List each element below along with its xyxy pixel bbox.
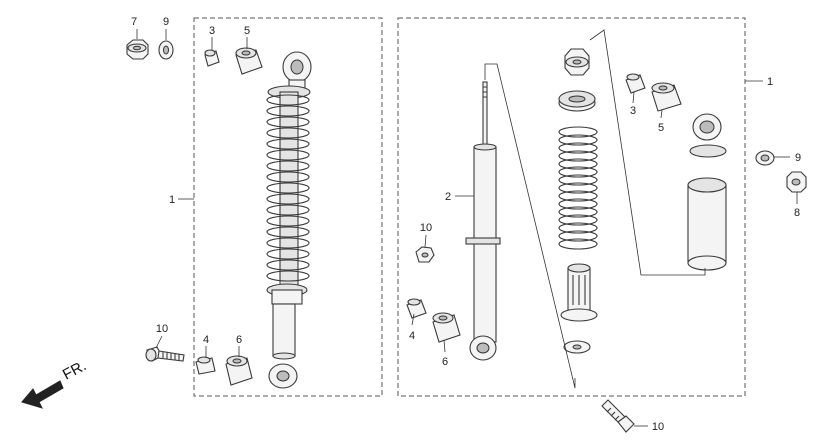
spring-coils xyxy=(266,94,310,282)
callout-7: 7 xyxy=(131,16,137,28)
flange-nut-7[interactable] xyxy=(126,39,149,60)
washer-9[interactable] xyxy=(158,40,174,60)
front-direction-arrow: FR. xyxy=(21,357,89,409)
bushing-5[interactable] xyxy=(235,47,263,75)
callout-9: 9 xyxy=(163,16,169,28)
front-direction-label: FR. xyxy=(60,357,89,383)
bushing-5-right[interactable] xyxy=(651,82,682,112)
callout-8: 8 xyxy=(794,207,800,219)
spring-lower-washer[interactable] xyxy=(563,340,591,354)
damper-unit-2[interactable] xyxy=(465,81,501,361)
callout-2: 2 xyxy=(445,191,451,203)
right-assembly-box xyxy=(397,17,746,397)
callout-1: 1 xyxy=(169,194,175,206)
callout-6: 6 xyxy=(236,334,242,346)
spring-cover-tube[interactable] xyxy=(687,177,727,271)
flange-nut-8[interactable] xyxy=(786,171,807,193)
collar-3-right[interactable] xyxy=(625,73,646,94)
callout-4: 4 xyxy=(203,334,209,346)
callout-3: 3 xyxy=(630,105,636,117)
coil-spring[interactable] xyxy=(558,126,598,250)
collar-4-right[interactable] xyxy=(406,298,427,319)
collar-4-left[interactable] xyxy=(195,356,216,375)
spring-seat-nut[interactable] xyxy=(564,48,590,76)
left-assembly-box xyxy=(193,17,383,397)
callout-1: 1 xyxy=(767,76,773,88)
rear-shock-absorber-assembled[interactable] xyxy=(266,51,312,389)
collar-3[interactable] xyxy=(204,49,220,67)
callout-10: 10 xyxy=(652,421,664,433)
bump-stop[interactable] xyxy=(560,263,598,322)
callout-10: 10 xyxy=(420,222,432,234)
spring-upper-seat[interactable] xyxy=(558,90,596,112)
bushing-6-left[interactable] xyxy=(225,355,253,386)
washer-9-right[interactable] xyxy=(755,150,775,166)
callout-3: 3 xyxy=(209,25,215,37)
nut-10-right[interactable] xyxy=(415,246,435,263)
bushing-6-right[interactable] xyxy=(432,312,461,343)
upper-mount-eye[interactable] xyxy=(689,113,727,158)
bolt-10-left[interactable] xyxy=(145,346,185,362)
callout-6: 6 xyxy=(442,356,448,368)
callout-10: 10 xyxy=(156,323,168,335)
callout-9: 9 xyxy=(795,152,801,164)
callout-4: 4 xyxy=(409,330,415,342)
callout-5: 5 xyxy=(244,25,250,37)
bolt-10-bottom[interactable] xyxy=(601,399,635,433)
callout-5: 5 xyxy=(658,122,664,134)
